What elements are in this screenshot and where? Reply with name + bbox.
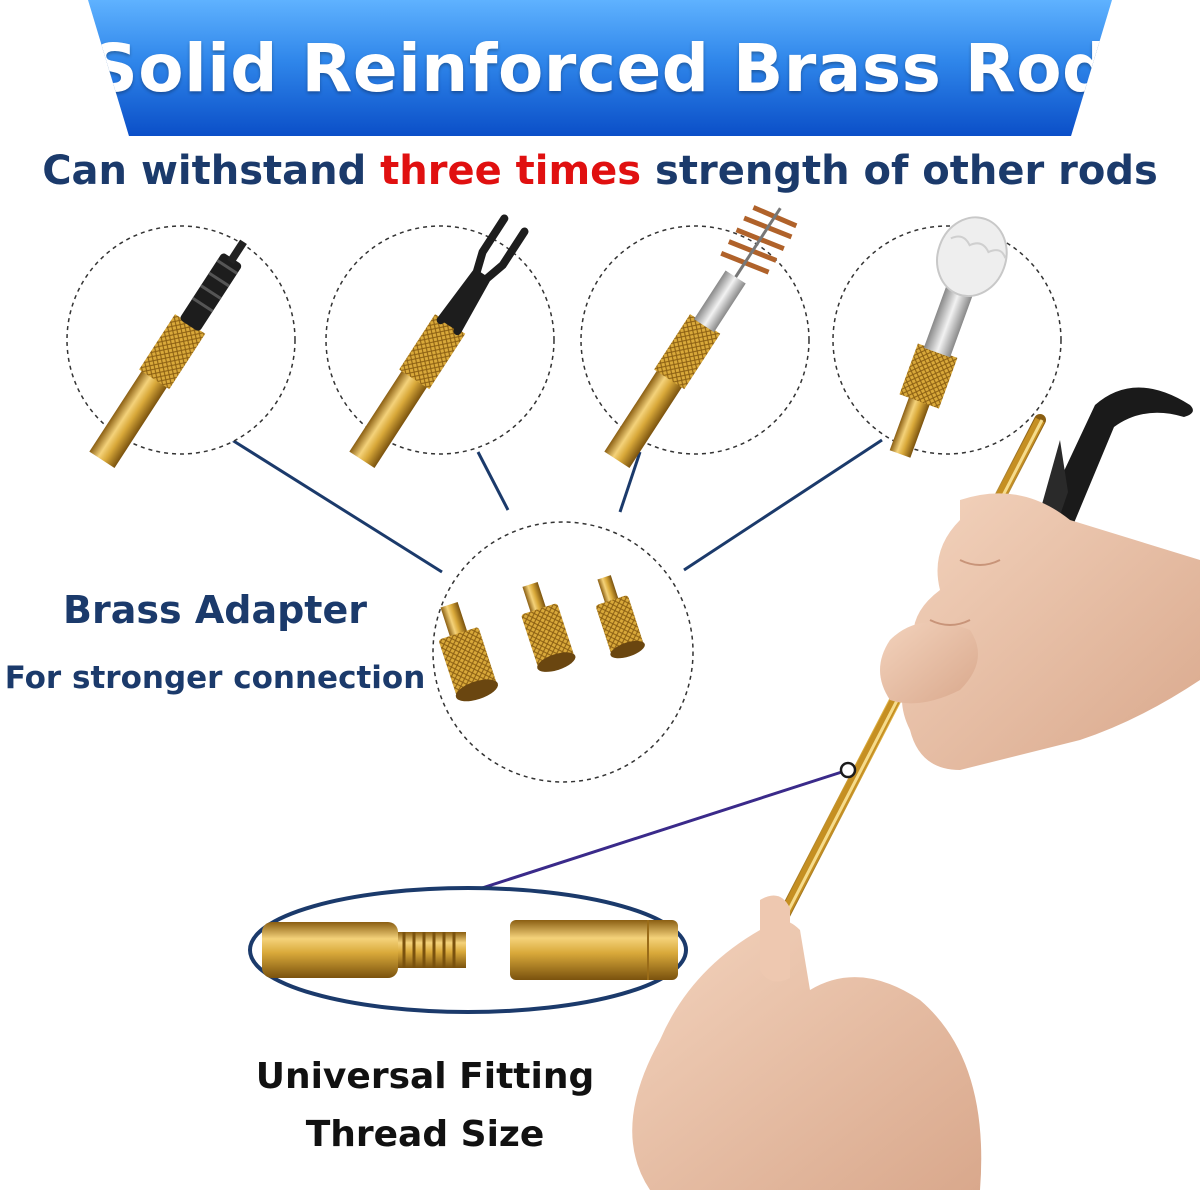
subtitle-suffix: strength of other rods [641,148,1158,194]
adapter-caption: For stronger connection [4,660,426,696]
slotted-tip-icon [325,214,555,469]
connector-lines [231,438,883,574]
subtitle: Can withstand three times strength of ot… [0,148,1200,194]
thread-caption: Universal Fitting Thread Size [200,1048,650,1163]
thread-joint-icon [248,886,688,1014]
brass-adapters-icon [432,521,694,783]
lower-hand [632,895,982,1190]
thread-caption-line1: Universal Fitting [255,1056,595,1097]
title-banner: Solid Reinforced Brass Rod [88,0,1112,136]
jag-tip-icon [66,225,296,469]
cotton-mop-icon [832,216,1062,458]
banner-title: Solid Reinforced Brass Rod [90,29,1110,107]
thread-caption-line2: Thread Size [305,1113,545,1155]
subtitle-highlight: three times [380,148,642,194]
subtitle-prefix: Can withstand [42,148,381,194]
adapter-title: Brass Adapter [63,588,367,632]
upper-hand [880,493,1200,770]
thread-pointer [481,761,857,890]
bronze-bore-brush-icon [580,205,810,469]
